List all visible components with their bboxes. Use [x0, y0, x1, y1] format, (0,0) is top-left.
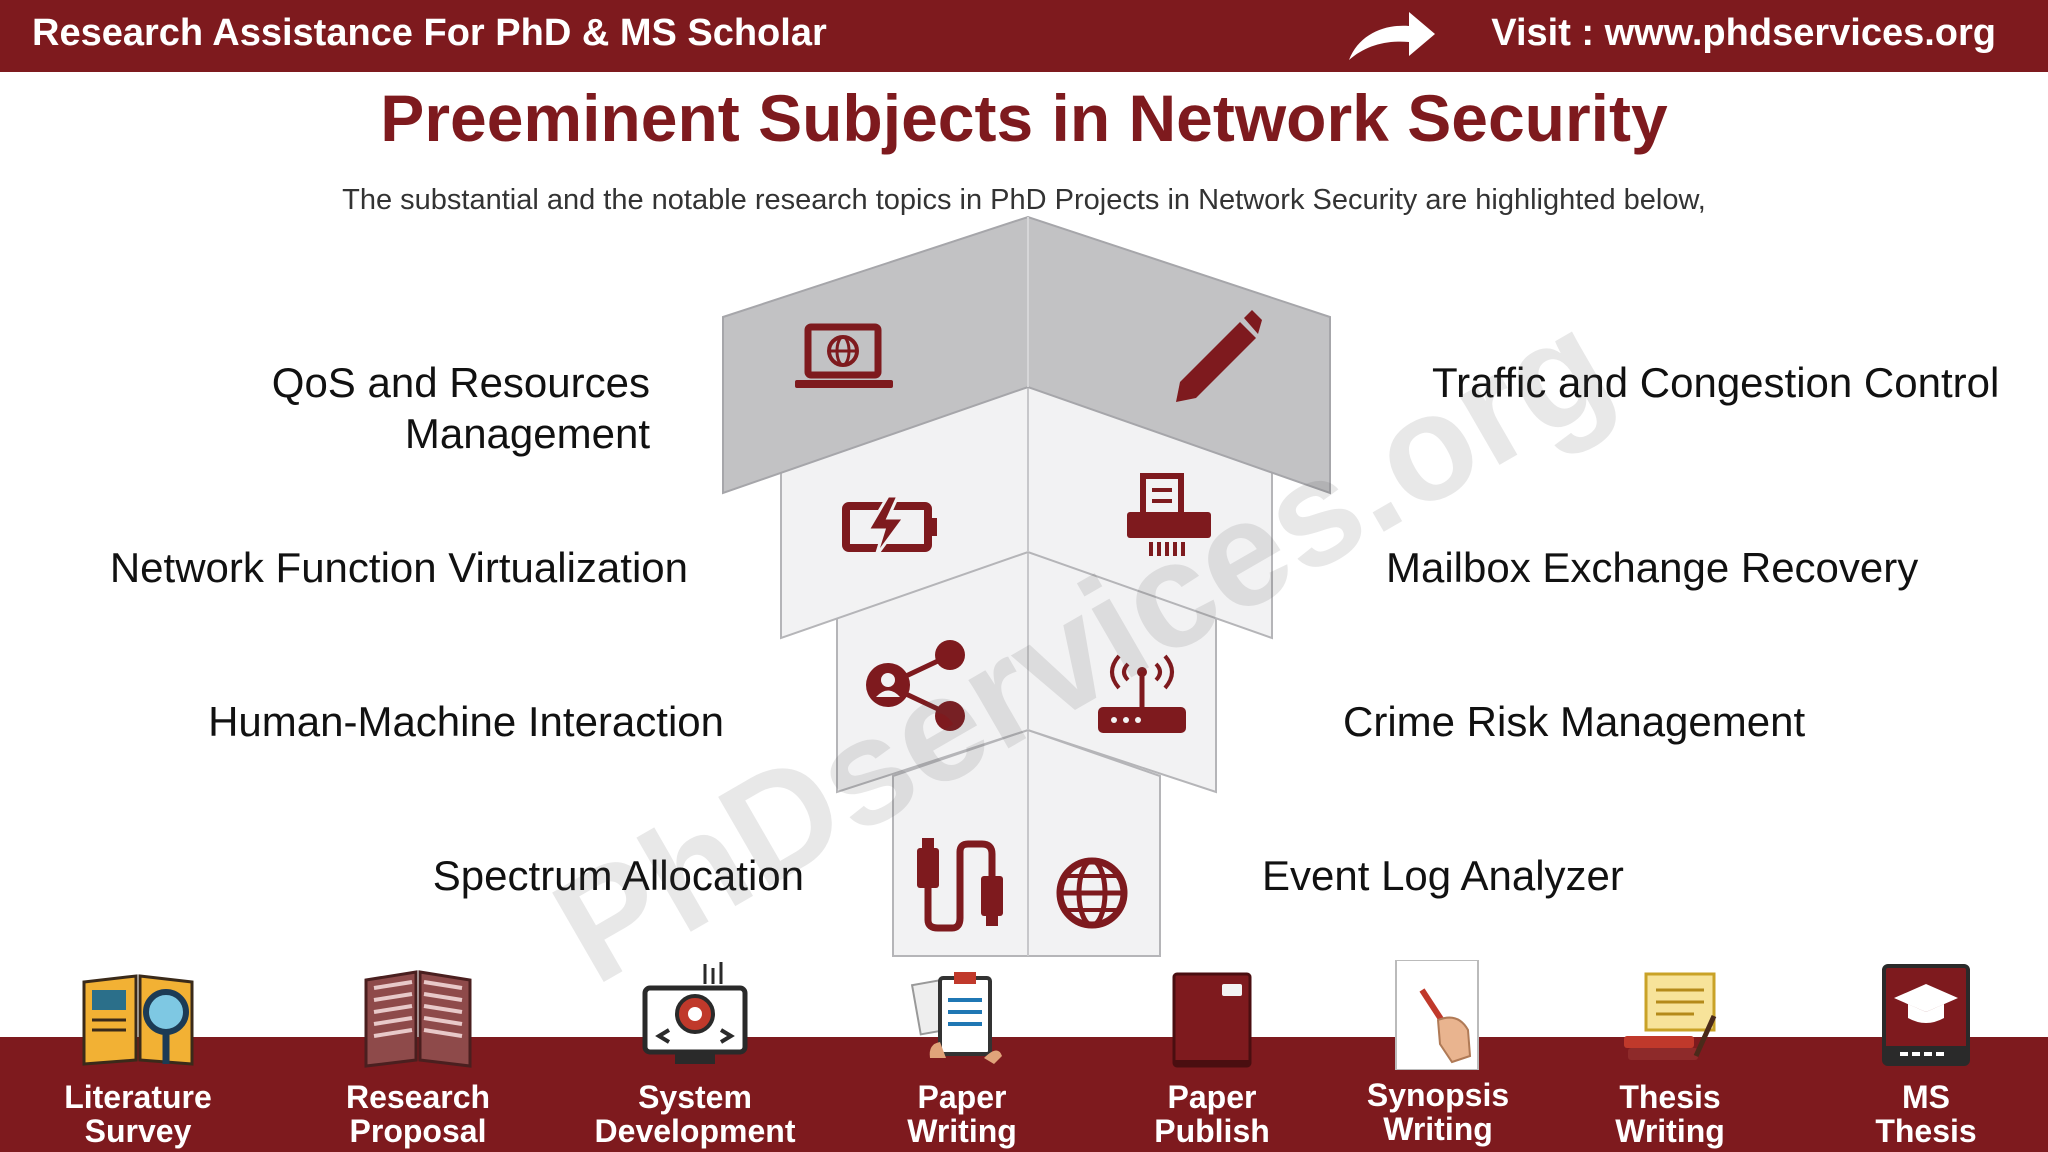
hand-writing-icon — [1395, 960, 1479, 1070]
service-label-line2: Survey — [84, 1113, 192, 1149]
service-research-proposal[interactable] — [298, 960, 538, 1070]
service-label-line2: Thesis — [1875, 1113, 1977, 1149]
service-label-line1: Paper — [1167, 1079, 1257, 1115]
service-paper-writing-label: Paper Writing — [842, 1080, 1082, 1148]
scroll-books-icon — [1624, 972, 1717, 1060]
laptop-globe-icon — [795, 323, 893, 388]
topic-mailbox: Mailbox Exchange Recovery — [1386, 544, 1919, 591]
service-system-development-label: System Development — [575, 1080, 815, 1148]
page-subtitle: The substantial and the notable research… — [342, 184, 1706, 216]
service-label-line2: Writing — [1615, 1113, 1725, 1149]
service-ms-thesis-label: MS Thesis — [1806, 1080, 2046, 1148]
header-bar: Research Assistance For PhD & MS Scholar… — [0, 0, 2048, 72]
chevron-level-1 — [722, 215, 1331, 495]
topic-crime: Crime Risk Management — [1343, 698, 1806, 745]
paper-shredder-icon — [1127, 473, 1211, 556]
pen-icon — [1176, 310, 1262, 402]
forward-arrow-icon — [1349, 12, 1435, 60]
page-title: Preeminent Subjects in Network Security — [380, 81, 1668, 155]
service-label-line1: Paper — [917, 1079, 1007, 1115]
service-label-line1: Synopsis — [1366, 1077, 1510, 1113]
service-thesis-writing[interactable] — [1550, 960, 1790, 1070]
header-tagline: Research Assistance For PhD & MS Scholar — [32, 12, 827, 54]
service-ms-thesis[interactable] — [1806, 960, 2046, 1070]
service-label-line1: Literature — [64, 1079, 212, 1115]
topic-spectrum: Spectrum Allocation — [432, 852, 804, 899]
service-label-line1: Thesis — [1619, 1079, 1721, 1115]
service-paper-publish[interactable] — [1092, 960, 1332, 1070]
service-system-development[interactable] — [575, 960, 815, 1070]
website-link[interactable]: Visit : www.phdservices.org — [1491, 12, 1996, 54]
clipboard-writing-icon — [910, 972, 1002, 1064]
service-literature-survey[interactable] — [18, 960, 258, 1070]
service-label-line1: Research — [345, 1079, 491, 1115]
service-research-proposal-label: Research Proposal — [298, 1080, 538, 1148]
service-label-line1: System — [638, 1079, 752, 1115]
service-synopsis-writing[interactable] — [1318, 960, 1558, 1070]
topic-nfv: Network Function Virtualization — [109, 544, 688, 591]
services-bar — [0, 1037, 2048, 1152]
battery-charging-icon — [842, 494, 937, 557]
service-label-line2: Publish — [1154, 1113, 1270, 1149]
service-label-line1: MS — [1902, 1079, 1950, 1115]
service-literature-survey-label: Literature Survey — [18, 1080, 258, 1148]
globe-icon — [1056, 857, 1128, 929]
book-magnifier-icon — [82, 974, 194, 1066]
topic-qos: QoS and Resources Management — [160, 357, 650, 459]
service-label-line2: Development — [594, 1113, 796, 1149]
topic-eventlog: Event Log Analyzer — [1262, 852, 1624, 899]
service-thesis-writing-label: Thesis Writing — [1550, 1080, 1790, 1148]
service-synopsis-writing-label: Synopsis Writing — [1318, 1078, 1558, 1146]
notebook-icon — [1172, 972, 1252, 1068]
wifi-router-icon — [1098, 654, 1186, 733]
service-label-line2: Writing — [907, 1113, 1017, 1149]
service-label-line2: Proposal — [349, 1113, 487, 1149]
topic-qos-line1: QoS and Resources — [271, 359, 650, 406]
user-share-icon — [866, 640, 965, 731]
topic-traffic: Traffic and Congestion Control — [1432, 359, 2000, 406]
service-paper-publish-label: Paper Publish — [1092, 1080, 1332, 1148]
open-book-icon — [364, 970, 472, 1068]
service-paper-writing[interactable] — [842, 960, 1082, 1070]
graduation-book-icon — [1882, 964, 1970, 1066]
service-label-line2: Writing — [1383, 1111, 1493, 1147]
monitor-gear-icon — [642, 962, 748, 1064]
usb-cable-icon — [917, 838, 1003, 932]
topic-qos-line2: Management — [404, 410, 650, 457]
topic-hmi: Human-Machine Interaction — [208, 698, 724, 745]
